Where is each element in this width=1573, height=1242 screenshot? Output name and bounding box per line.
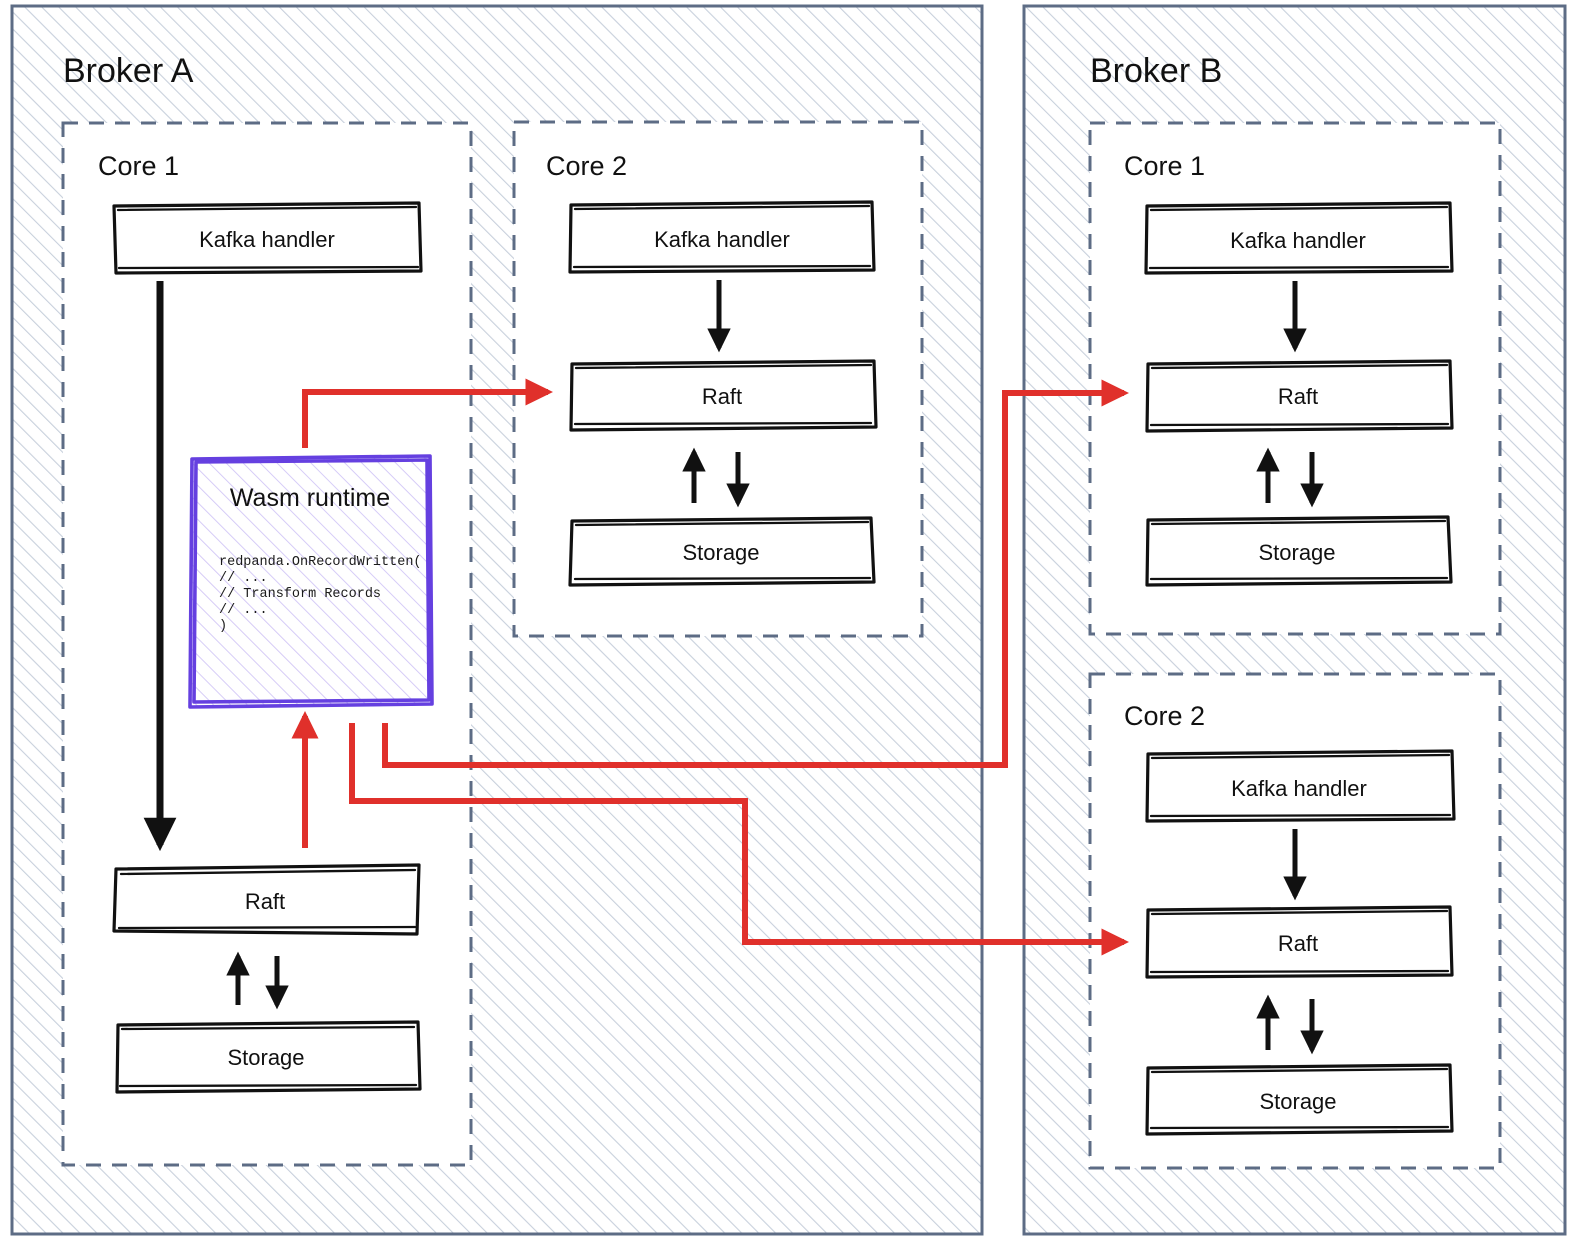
a1-wasm-code-line-4: )	[219, 619, 227, 634]
red-wasm-to-b1-raft-arrow	[382, 379, 1129, 768]
a1-raft-label: Raft	[245, 889, 285, 914]
b1-raft-box: Raft	[1145, 359, 1454, 433]
red-wasm-to-a2-raft-arrow	[302, 378, 553, 448]
broker-b-core-1: Core 1 Kafka handler Raft Storage	[1088, 121, 1502, 636]
b1-raft-label: Raft	[1278, 384, 1318, 409]
a1-kafka-handler-box: Kafka handler	[112, 201, 423, 275]
a1-storage-box: Storage	[115, 1020, 422, 1094]
broker-a-core-2-label: Core 2	[546, 151, 627, 181]
a1-kafka-handler-label: Kafka handler	[199, 227, 335, 252]
b1-kafka-handler-box: Kafka handler	[1144, 201, 1454, 275]
b2-kafka-handler-box: Kafka handler	[1145, 749, 1456, 823]
a1-wasm-runtime-title: Wasm runtime	[230, 484, 390, 512]
broker-a-core-1: Core 1 Kafka handler Wasm runtime redpan…	[61, 121, 473, 1167]
a2-kafka-handler-box: Kafka handler	[568, 200, 876, 274]
b2-raft-box: Raft	[1145, 905, 1454, 979]
a2-storage-label: Storage	[682, 540, 759, 565]
a2-storage-box: Storage	[568, 516, 876, 587]
a1-wasm-code-line-0: redpanda.OnRecordWritten(	[219, 555, 422, 570]
a1-raft-box: Raft	[112, 863, 421, 936]
a1-wasm-code-line-3: // ...	[219, 603, 268, 618]
a1-wasm-code-line-2: // Transform Records	[219, 587, 381, 602]
b1-storage-box: Storage	[1145, 515, 1453, 587]
broker-a-core-2: Core 2 Kafka handler Raft Storage	[512, 120, 924, 638]
b2-storage-label: Storage	[1259, 1089, 1336, 1114]
b1-storage-label: Storage	[1258, 540, 1335, 565]
broker-b-core-1-label: Core 1	[1124, 151, 1205, 181]
b2-storage-box: Storage	[1145, 1063, 1454, 1136]
broker-a-core-1-label: Core 1	[98, 151, 179, 181]
a1-wasm-runtime-box: Wasm runtime redpanda.OnRecordWritten( /…	[188, 454, 434, 709]
a2-kafka-handler-label: Kafka handler	[654, 227, 790, 252]
b2-kafka-handler-label: Kafka handler	[1231, 776, 1367, 801]
a2-raft-label: Raft	[702, 384, 742, 409]
broker-b-core-2-label: Core 2	[1124, 701, 1205, 731]
broker-b-title: Broker B	[1090, 52, 1222, 90]
broker-a-title: Broker A	[63, 52, 194, 90]
a1-storage-label: Storage	[227, 1045, 304, 1070]
b2-raft-label: Raft	[1278, 931, 1318, 956]
b1-kafka-handler-label: Kafka handler	[1230, 228, 1366, 253]
red-wasm-to-b2-raft-arrow	[349, 723, 1129, 956]
a1-wasm-code-line-1: // ...	[219, 571, 268, 586]
a2-raft-box: Raft	[569, 359, 878, 432]
broker-b-core-2: Core 2 Kafka handler Raft Storage	[1088, 672, 1502, 1170]
